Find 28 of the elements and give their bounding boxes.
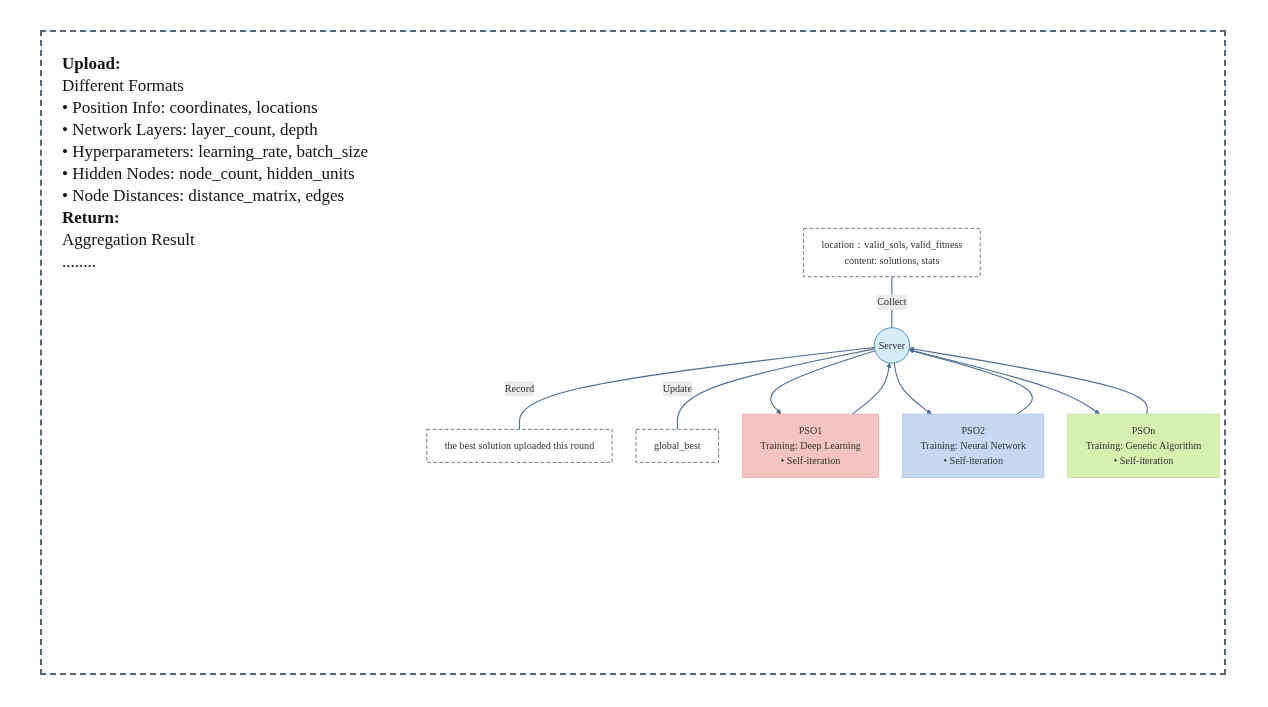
node-box: location：valid_sols, valid_fitness content: solutions, stats <box>803 227 981 277</box>
node-box: PSOn Training: Genetic Algorithm • Self-iteration <box>1067 413 1220 478</box>
note-text: Different Formats <box>62 76 185 96</box>
node-box: the best solution uploaded this round <box>426 428 613 463</box>
node-box: global_best <box>635 428 719 463</box>
note-text: • Node Distances: distance_matrix, edges <box>62 186 346 206</box>
note-text: • Hidden Nodes: node_count, hidden_units <box>62 164 356 184</box>
note-text: • Network Layers: layer_count, depth <box>62 120 319 140</box>
arrow <box>770 349 876 414</box>
arrow <box>908 348 1033 415</box>
note-text: Aggregation Result <box>62 230 196 250</box>
arrow <box>908 348 1100 414</box>
note-text: ........ <box>62 252 97 272</box>
note-text: • Position Info: coordinates, locations <box>62 98 319 118</box>
edge-label: Collect <box>877 295 907 308</box>
connector <box>676 347 876 430</box>
arrow <box>893 361 932 414</box>
note-text: Upload: <box>62 54 122 74</box>
arrow <box>909 346 1148 415</box>
note-text: Return: <box>62 208 121 228</box>
node-box: PSO2 Training: Neural Network • Self-iteration <box>902 413 1045 478</box>
edge-label: Update <box>662 382 692 394</box>
node-box: PSO1 Training: Deep Learning • Self-iteration <box>742 413 879 478</box>
arrow <box>851 362 892 415</box>
node-circle: Server <box>873 326 911 364</box>
edge-label: Record <box>504 382 535 394</box>
connector <box>518 346 875 430</box>
note-text: • Hyperparameters: learning_rate, batch_size <box>62 142 370 162</box>
